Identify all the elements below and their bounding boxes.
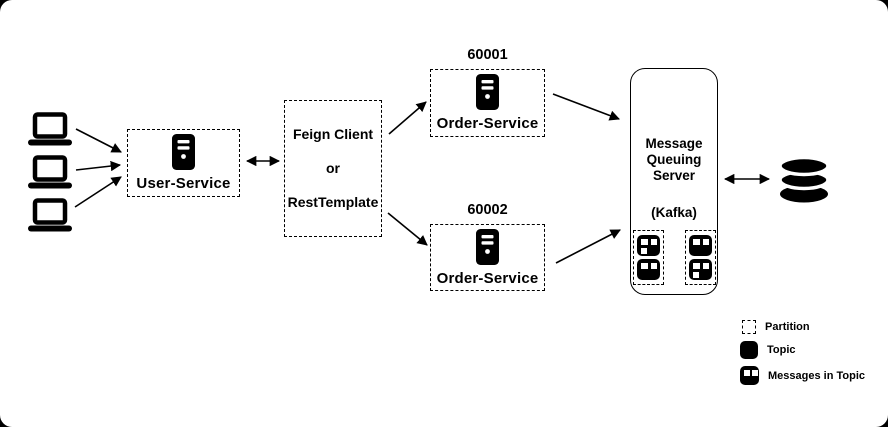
gateway-line-1: Feign Client [292,126,374,142]
legend-label: Topic [767,344,796,356]
order-service-2-port: 60002 [467,202,508,218]
topic-swatch-icon [740,341,758,359]
mq-title-line-2: Queuing [646,152,702,167]
client-group [26,112,74,237]
arrow-order-service-2-to-mq [555,229,621,264]
server-icon [476,228,499,270]
server-icon [172,134,195,175]
messages-in-topic-icon [689,235,712,256]
mq-title: Message Queuing Server [631,136,717,184]
arrow-order-service-1-to-mq [552,93,620,121]
legend-item-partition: Partition [740,320,865,334]
order-service-1-port: 60001 [467,47,508,63]
laptop-icon [26,155,74,194]
order-service-1-node: Order-Service [430,69,545,137]
order-service-2-node: Order-Service [430,224,545,291]
gateway-line-3: RestTemplate [287,194,379,210]
message-queuing-server-node: Message Queuing Server (Kafka) [630,68,718,295]
mq-subtitle-kafka: (Kafka) [651,205,697,220]
messages-in-topic-swatch-icon [740,366,759,385]
server-icon [476,74,499,115]
user-service-node: User-Service [127,129,240,197]
arrow-gateway-to-order-service-1 [388,101,427,135]
partition-2 [685,230,716,285]
arrow-client3-to-user-service [74,176,122,208]
legend: Partition Topic Messages in Topic [740,320,865,392]
gateway-node: Feign Client or RestTemplate [284,100,382,237]
arrow-client1-to-user-service [75,128,122,153]
user-service-label: User-Service [136,175,231,192]
legend-label: Partition [765,321,810,333]
mq-title-line-3: Server [652,168,696,183]
messages-in-topic-icon [637,235,660,256]
arrow-client2-to-user-service [75,160,122,172]
laptop-icon [26,112,74,151]
gateway-line-2: or [326,160,340,176]
legend-item-messages-in-topic: Messages in Topic [740,366,865,385]
messages-in-topic-icon [689,259,712,280]
laptop-icon [26,198,74,237]
partition-swatch-icon [742,320,756,334]
legend-item-topic: Topic [740,341,865,359]
database-icon [778,155,830,209]
legend-label: Messages in Topic [768,369,865,382]
mq-title-line-1: Message [645,136,703,151]
order-service-1-label: Order-Service [436,115,539,132]
arrow-gateway-to-order-service-2 [387,212,428,246]
messages-in-topic-icon [637,259,660,280]
order-service-2-label: Order-Service [436,269,539,287]
partition-1 [633,230,664,285]
